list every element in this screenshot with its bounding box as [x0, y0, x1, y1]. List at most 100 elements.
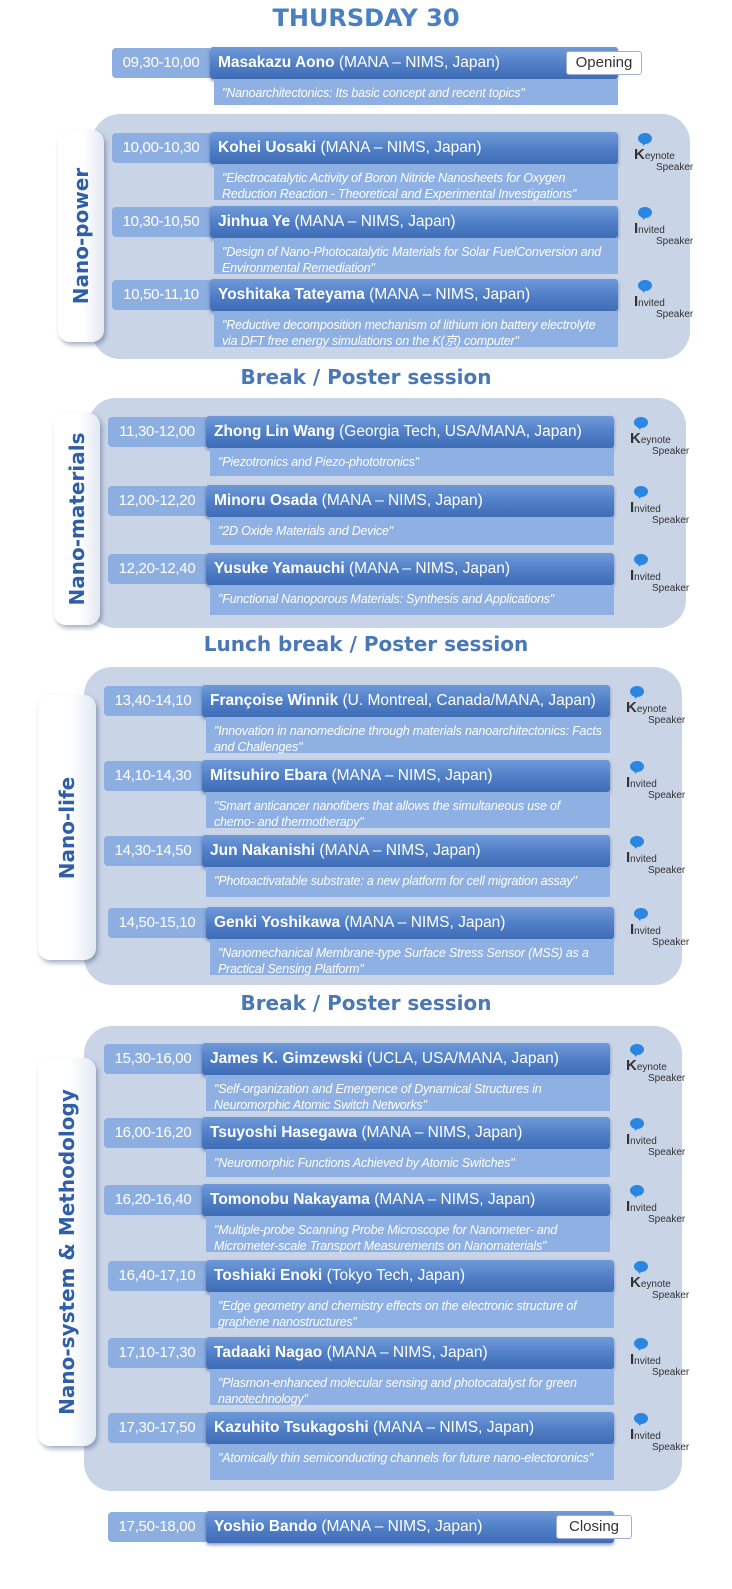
speaker-name: Zhong Lin Wang	[214, 423, 335, 440]
talk-time: 15,30-16,00	[104, 1044, 202, 1074]
badge-rest: nvited	[634, 572, 661, 583]
speaker-affiliation: (MANA – NIMS, Japan)	[331, 767, 493, 784]
badge-initial: K	[626, 1057, 637, 1074]
speech-bubble-icon	[638, 207, 652, 220]
break-heading: Break / Poster session	[240, 365, 492, 389]
badge-speaker: Speaker	[652, 1290, 690, 1301]
speaker-affiliation: (UCLA, USA/MANA, Japan)	[366, 1050, 559, 1067]
badge-rest: nvited	[634, 1356, 661, 1367]
talk-time: 10,30-10,50	[112, 207, 210, 237]
speech-bubble-icon	[634, 908, 648, 921]
talk-time: 14,10-14,30	[104, 761, 202, 791]
speech-bubble-icon	[630, 686, 644, 699]
talk-abstract: "Multiple-probe Scanning Probe Microscop…	[206, 1216, 610, 1253]
badge-type: Invited	[630, 567, 661, 584]
session-label: Nano-system & Methodology	[55, 1089, 79, 1415]
badge-type: Keynote	[634, 146, 675, 163]
speech-bubble-icon	[630, 836, 644, 849]
speaker-bar: Jun Nakanishi (MANA – NIMS, Japan)	[202, 835, 610, 867]
talk-time: 14,30-14,50	[104, 836, 202, 866]
session-tab-nano-life: Nano-life	[38, 695, 96, 960]
talk-time: 17,50-18,00	[108, 1512, 206, 1542]
badge-type: Invited	[630, 1351, 661, 1368]
badge-initial: I	[630, 567, 635, 584]
speaker-bar: Françoise Winnik (U. Montreal, Canada/MA…	[202, 685, 610, 717]
talk-abstract: "Plasmon-enhanced molecular sensing and …	[210, 1369, 614, 1406]
speech-bubble-icon	[630, 1044, 644, 1057]
speaker-name: Yoshio Bando	[214, 1518, 318, 1535]
speaker-bar: Mitsuhiro Ebara (MANA – NIMS, Japan)	[202, 760, 610, 792]
speaker-affiliation: (Georgia Tech, USA/MANA, Japan)	[339, 423, 582, 440]
speaker-bar: Tadaaki Nagao (MANA – NIMS, Japan)	[206, 1337, 614, 1369]
talk-time: 17,10-17,30	[108, 1338, 206, 1368]
badge-speaker: Speaker	[648, 1214, 686, 1225]
badge-initial: I	[630, 921, 635, 938]
speech-bubble-icon	[634, 1413, 648, 1426]
opening-tag: Opening	[566, 51, 642, 75]
session-label: Nano-power	[69, 167, 93, 305]
badge-rest: nvited	[634, 926, 661, 937]
badge-initial: K	[630, 1274, 641, 1291]
badge-rest: nvited	[630, 1136, 657, 1147]
speaker-bar: Zhong Lin Wang (Georgia Tech, USA/MANA, …	[206, 416, 614, 448]
speaker-name: Tadaaki Nagao	[214, 1344, 323, 1361]
speech-bubble-icon	[630, 1185, 644, 1198]
badge-rest: eynote	[644, 151, 675, 162]
speaker-name: Jinhua Ye	[218, 213, 291, 230]
speech-bubble-icon	[638, 133, 652, 146]
talk-abstract: "Nanoarchitectonics: Its basic concept a…	[214, 79, 618, 105]
speaker-affiliation: (MANA – NIMS, Japan)	[326, 1344, 488, 1361]
badge-initial: I	[626, 849, 631, 866]
badge-initial: I	[630, 1351, 635, 1368]
badge-speaker: Speaker	[652, 583, 690, 594]
badge-speaker: Speaker	[652, 937, 690, 948]
speaker-name: Masakazu Aono	[218, 54, 335, 71]
speaker-bar: Minoru Osada (MANA – NIMS, Japan)	[206, 485, 614, 517]
talk-abstract: "Edge geometry and chemistry effects on …	[210, 1292, 614, 1329]
badge-initial: K	[630, 430, 641, 447]
talk-time: 16,20-16,40	[104, 1185, 202, 1215]
badge-type: Invited	[626, 774, 657, 791]
speaker-bar: Tomonobu Nakayama (MANA – NIMS, Japan)	[202, 1184, 610, 1216]
speaker-name: Françoise Winnik	[210, 692, 339, 709]
speaker-name: James K. Gimzewski	[210, 1050, 363, 1067]
badge-initial: I	[626, 1131, 631, 1148]
speaker-affiliation: (MANA – NIMS, Japan)	[319, 842, 481, 859]
speaker-name: Mitsuhiro Ebara	[210, 767, 328, 784]
talk-time: 11,30-12,00	[108, 417, 206, 447]
speaker-bar: James K. Gimzewski (UCLA, USA/MANA, Japa…	[202, 1043, 610, 1075]
speaker-name: Kohei Uosaki	[218, 139, 317, 156]
speaker-affiliation: (MANA – NIMS, Japan)	[321, 492, 483, 509]
speaker-name: Yusuke Yamauchi	[214, 560, 345, 577]
talk-abstract: "Design of Nano-Photocatalytic Materials…	[214, 238, 618, 275]
badge-rest: nvited	[630, 779, 657, 790]
talk-time: 12,00-12,20	[108, 486, 206, 516]
talk-abstract: "2D Oxide Materials and Device"	[210, 517, 614, 545]
badge-initial: K	[634, 146, 645, 163]
closing-tag: Closing	[556, 1515, 632, 1539]
session-tab-nano-system: Nano-system & Methodology	[38, 1058, 96, 1446]
badge-type: Invited	[634, 293, 665, 310]
speaker-name: Yoshitaka Tateyama	[218, 286, 365, 303]
talk-abstract: "Functional Nanoporous Materials: Synthe…	[210, 585, 614, 615]
speaker-affiliation: (U. Montreal, Canada/MANA, Japan)	[342, 692, 596, 709]
speaker-affiliation: (MANA – NIMS, Japan)	[374, 1191, 536, 1208]
speaker-name: Jun Nakanishi	[210, 842, 316, 859]
speaker-name: Toshiaki Enoki	[214, 1267, 323, 1284]
talk-abstract: "Innovation in nanomedicine through mate…	[206, 717, 610, 754]
badge-type: Invited	[626, 1198, 657, 1215]
talk-abstract: "Nanomechanical Membrane-type Surface St…	[210, 939, 614, 976]
speaker-bar: Yusuke Yamauchi (MANA – NIMS, Japan)	[206, 553, 614, 585]
badge-rest: nvited	[630, 1203, 657, 1214]
speech-bubble-icon	[634, 1261, 648, 1274]
session-tab-nano-power: Nano-power	[58, 130, 104, 342]
talk-abstract: "Reductive decomposition mechanism of li…	[214, 311, 618, 348]
